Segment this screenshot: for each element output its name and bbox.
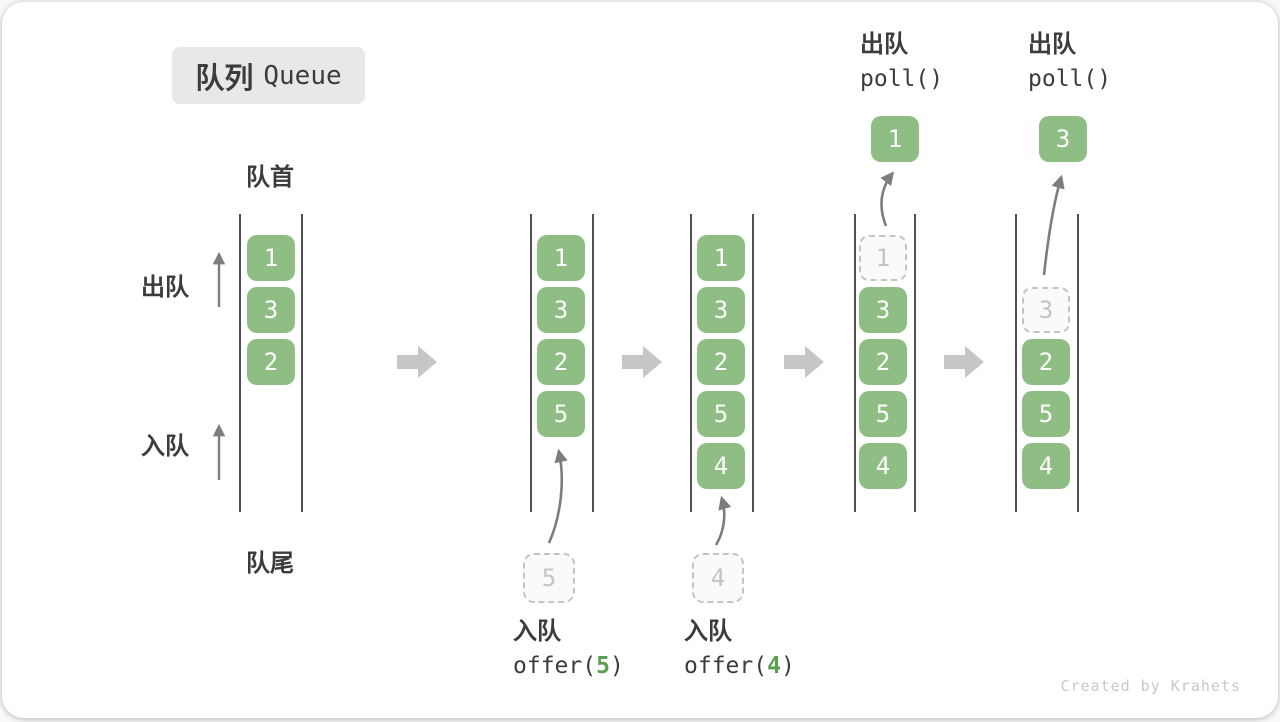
state-2-cell-5: 5 [537, 391, 585, 437]
state-2-cell-1: 1 [537, 235, 585, 281]
state-4-cell-1: 1 [859, 235, 907, 281]
state-3-cell-4: 4 [697, 443, 745, 489]
state-1-cell-2: 2 [247, 339, 295, 385]
enqueue-arrow-5-icon [547, 448, 568, 544]
state-5-cell-2: 2 [1022, 339, 1070, 385]
dequeue-arrow-1-icon [880, 171, 895, 227]
state-5-cell-4: 4 [1022, 443, 1070, 489]
operation-poll-2: 出队 poll() [1028, 27, 1111, 97]
operation-poll-2-label: 出队 [1028, 31, 1076, 58]
state-4-cell-3: 3 [859, 287, 907, 333]
operation-offer-4-label: 入队 [684, 618, 732, 645]
state-2-right-wall [592, 214, 594, 512]
state-3-incoming-element: 4 [692, 553, 744, 603]
state-1-cell-1: 1 [247, 235, 295, 281]
state-1-right-wall [301, 214, 303, 512]
offer-4-argument: 4 [767, 653, 781, 679]
queue-front-label: 队首 [246, 164, 294, 191]
title-zh: 队列 [195, 62, 254, 95]
state-2-left-wall [530, 214, 532, 512]
state-3-cell-1: 1 [697, 235, 745, 281]
state-3-cell-5: 5 [697, 391, 745, 437]
operation-poll-1: 出队 poll() [860, 27, 943, 97]
state-5-cell-5: 5 [1022, 391, 1070, 437]
operation-poll-2-code: poll() [1028, 66, 1112, 92]
dequeue-side-label: 出队 [141, 274, 189, 301]
state-4-cell-2: 2 [859, 339, 907, 385]
state-5-left-wall [1015, 214, 1017, 512]
state-transition-arrow-icon [784, 346, 824, 378]
operation-poll-1-label: 出队 [860, 31, 908, 58]
state-1-cell-3: 3 [247, 287, 295, 333]
title-box: 队列 Queue [172, 47, 365, 104]
state-4-right-wall [914, 214, 916, 512]
state-3-left-wall [690, 214, 692, 512]
dequeue-arrow-3-icon [1042, 174, 1065, 276]
state-4-cell-5: 5 [859, 391, 907, 437]
state-4-dequeued-element: 1 [871, 116, 919, 162]
state-4-cell-4: 4 [859, 443, 907, 489]
state-5-cell-3: 3 [1022, 287, 1070, 333]
state-2-cell-3: 3 [537, 287, 585, 333]
queue-rear-label: 队尾 [246, 550, 294, 577]
operation-offer-5: 入队 offer(5) [513, 614, 624, 684]
title-en: Queue [263, 60, 342, 91]
enqueue-arrow-4-icon [714, 495, 732, 546]
state-5-dequeued-element: 3 [1039, 116, 1087, 162]
state-3-cell-3: 3 [697, 287, 745, 333]
watermark: Created by Krahets [1060, 677, 1241, 695]
operation-offer-4: 入队 offer(4) [684, 614, 795, 684]
state-transition-arrow-icon [944, 346, 984, 378]
operation-offer-5-label: 入队 [513, 618, 561, 645]
offer-5-argument: 5 [596, 653, 610, 679]
operation-offer-5-code: offer(5) [513, 653, 624, 679]
state-1-left-wall [239, 214, 241, 512]
state-2-incoming-element: 5 [523, 553, 575, 603]
operation-offer-4-code: offer(4) [684, 653, 795, 679]
state-3-right-wall [752, 214, 754, 512]
state-2-cell-2: 2 [537, 339, 585, 385]
state-transition-arrow-icon [622, 346, 662, 378]
operation-poll-1-code: poll() [860, 66, 944, 92]
state-4-left-wall [854, 214, 856, 512]
enqueue-side-label: 入队 [141, 433, 189, 460]
state-3-cell-2: 2 [697, 339, 745, 385]
state-transition-arrow-icon [397, 346, 437, 378]
state-5-right-wall [1077, 214, 1079, 512]
